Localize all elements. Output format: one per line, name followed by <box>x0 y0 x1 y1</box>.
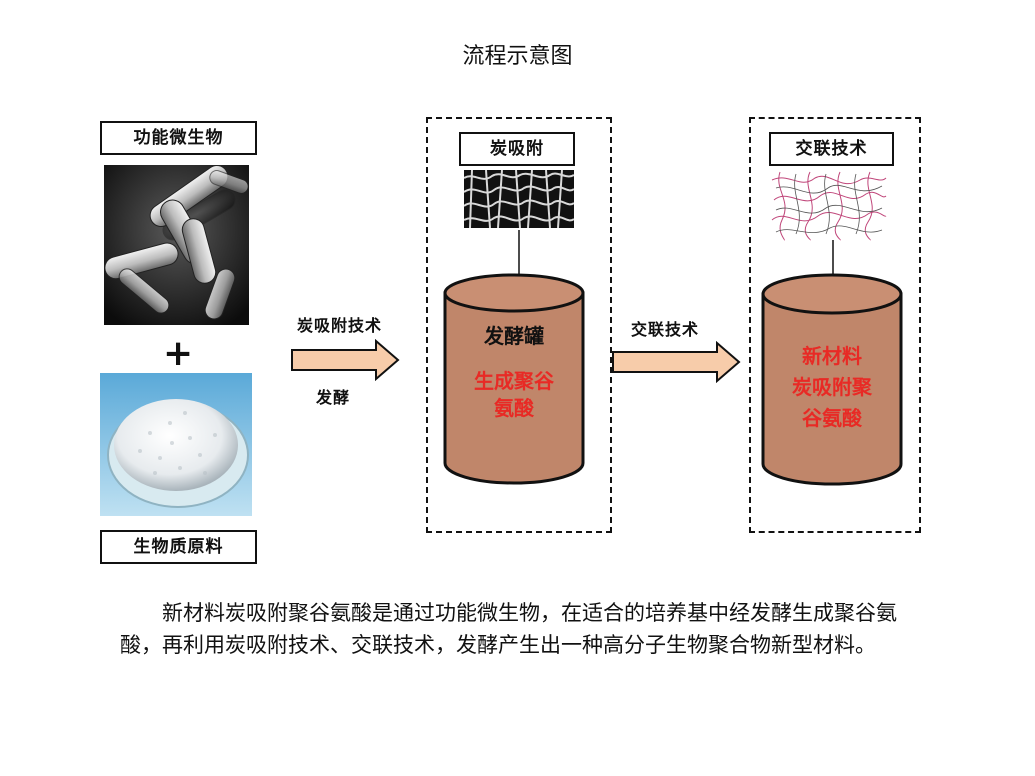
description-paragraph: 新材料炭吸附聚谷氨酸是通过功能微生物，在适合的培养基中经发酵生成聚谷氨酸，再利用… <box>120 601 897 657</box>
tank-label: 发酵罐 <box>484 324 544 348</box>
material-label: 生物质原料 <box>100 530 257 564</box>
adsorption-header: 炭吸附 <box>459 132 575 166</box>
tank-product-line2: 氨酸 <box>494 396 534 420</box>
fermentation-tank <box>443 273 585 485</box>
page-title: 流程示意图 <box>462 44 573 69</box>
material-photo <box>100 373 252 516</box>
plus-sign: + <box>163 333 194 374</box>
tank-product-line1: 生成聚谷 <box>474 369 554 393</box>
crosslink-header: 交联技术 <box>769 132 894 166</box>
crosslink-network-image <box>770 170 888 242</box>
right-arrow-icon <box>612 341 741 383</box>
arrow2-label: 交联技术 <box>631 320 700 339</box>
crosslink-stage-box <box>749 117 921 533</box>
adsorption-stage-box <box>426 117 612 533</box>
arrow1-label-top: 炭吸附技术 <box>297 316 383 335</box>
carbon-texture-image <box>464 170 574 228</box>
arrow1-label-bottom: 发酵 <box>316 388 351 407</box>
microbe-label: 功能微生物 <box>100 121 257 155</box>
product-line3: 谷氨酸 <box>802 406 862 430</box>
microbe-photo <box>104 165 249 325</box>
product-line2: 炭吸附聚 <box>792 375 872 399</box>
right-arrow-icon <box>291 339 400 381</box>
product-tank <box>761 273 903 486</box>
product-line1: 新材料 <box>802 344 862 368</box>
